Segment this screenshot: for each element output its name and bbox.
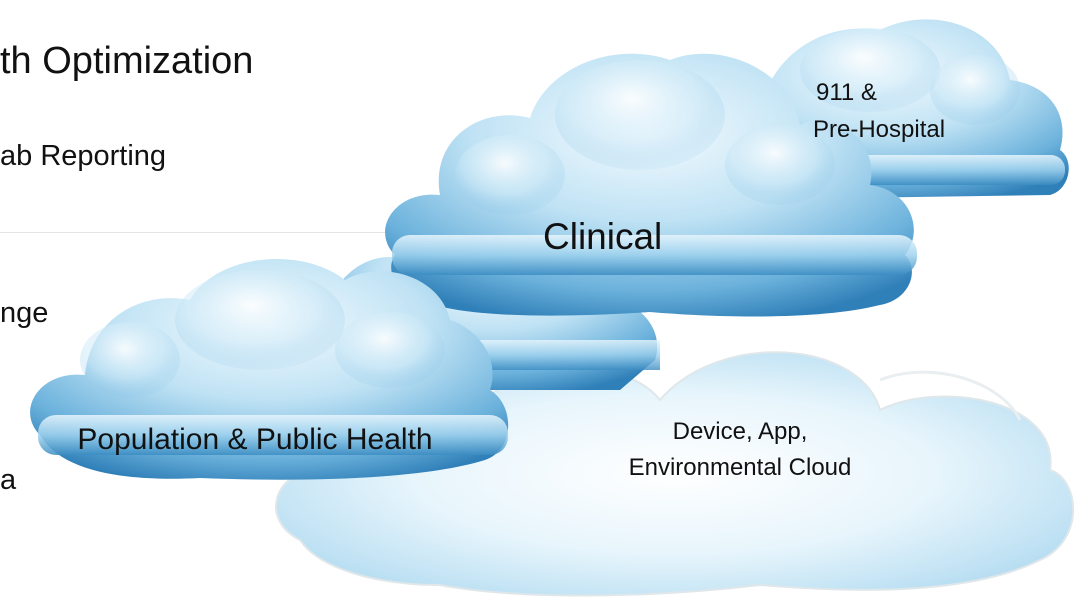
device-label-line2: Environmental Cloud [628, 454, 852, 481]
clinical-label: Clinical [543, 216, 663, 257]
subheading-text: ab Reporting [0, 140, 167, 172]
prehospital-label-line2: Pre-Hospital [813, 116, 946, 143]
bullet-text-2: a [0, 464, 17, 496]
population-label: Population & Public Health [77, 423, 433, 456]
heading-text: th Optimization [0, 40, 254, 82]
bullet-text: nge [0, 297, 49, 329]
prehospital-label-line1: 911 & [816, 79, 877, 106]
clinical-cloud [385, 53, 917, 317]
population-cloud [30, 258, 509, 480]
section-divider [0, 232, 560, 233]
device-label-line1: Device, App, [672, 418, 808, 445]
